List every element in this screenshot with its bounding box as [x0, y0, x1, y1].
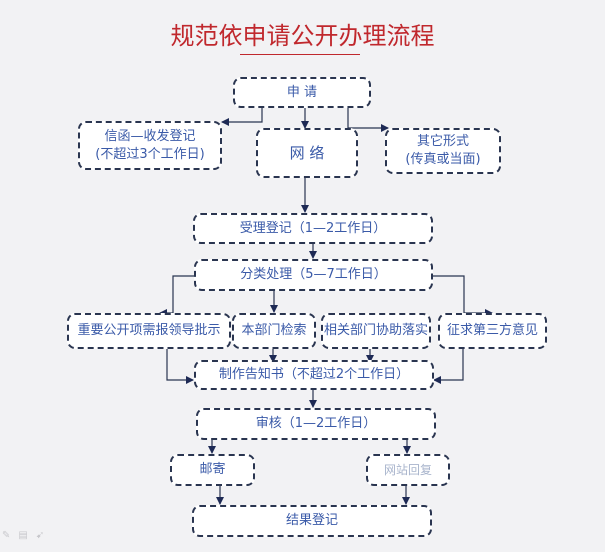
- node-letter: 信函—收发登记 (不超过3个工作日): [78, 121, 222, 170]
- node-result: 结果登记: [192, 505, 432, 537]
- node-related-dept: 相关部门协助落实: [321, 313, 431, 349]
- title-underline: [240, 54, 360, 55]
- node-leader: 重要公开项需报领导批示: [67, 313, 231, 349]
- node-third-party-label: 征求第三方意见: [446, 323, 538, 338]
- node-third-party: 征求第三方意见: [438, 313, 547, 349]
- node-related-dept-label: 相关部门协助落实: [323, 323, 428, 338]
- node-network-label: 网 络: [289, 144, 325, 162]
- node-result-label: 结果登记: [285, 513, 338, 528]
- node-notice: 制作告知书（不超过2个工作日）: [194, 360, 434, 390]
- node-review: 审核（1—2工作日）: [196, 408, 436, 440]
- node-dept-search-label: 本部门检索: [241, 323, 307, 338]
- node-web-reply-label: 网站回复: [383, 463, 432, 477]
- node-review-label: 审核（1—2工作日）: [255, 416, 377, 431]
- node-classify: 分类处理（5—7工作日）: [194, 259, 433, 291]
- node-letter-line2: (不超过3个工作日): [95, 146, 205, 162]
- node-dept-search: 本部门检索: [232, 313, 316, 349]
- node-letter-line1: 信函—收发登记: [104, 128, 196, 144]
- node-leader-label: 重要公开项需报领导批示: [77, 323, 221, 338]
- node-other-line1: 其它形式: [416, 134, 469, 149]
- connector-classify-leader: [159, 275, 194, 317]
- node-other: 其它形式 (传真或当面): [385, 128, 501, 174]
- node-mail: 邮寄: [170, 454, 255, 486]
- connector-third-notice: [433, 349, 464, 384]
- node-apply: 申 请: [233, 77, 371, 108]
- connector-apply-other: [347, 108, 389, 132]
- diagram-title: 规范依申请公开办理流程: [170, 22, 435, 50]
- connector-apply-letter: [221, 108, 263, 126]
- slide-toolbar: ✎ ▤ ➹: [2, 530, 44, 541]
- node-accept: 受理登记（1—2工作日）: [193, 213, 433, 244]
- connector-leader-notice: [166, 349, 194, 384]
- node-accept-label: 受理登记（1—2工作日）: [239, 220, 387, 236]
- node-network: 网 络: [256, 128, 358, 178]
- pen-icon[interactable]: ✎: [2, 530, 11, 541]
- node-other-line2: (传真或当面): [405, 152, 481, 167]
- notes-icon[interactable]: ▤: [18, 530, 28, 541]
- connector-classify-third: [433, 275, 493, 317]
- node-web-reply: 网站回复: [366, 454, 450, 486]
- node-classify-label: 分类处理（5—7工作日）: [240, 267, 387, 282]
- node-mail-label: 邮寄: [199, 462, 226, 477]
- pointer-icon[interactable]: ➹: [35, 530, 45, 541]
- node-notice-label: 制作告知书（不超过2个工作日）: [218, 367, 410, 382]
- node-apply-label: 申 请: [286, 84, 318, 100]
